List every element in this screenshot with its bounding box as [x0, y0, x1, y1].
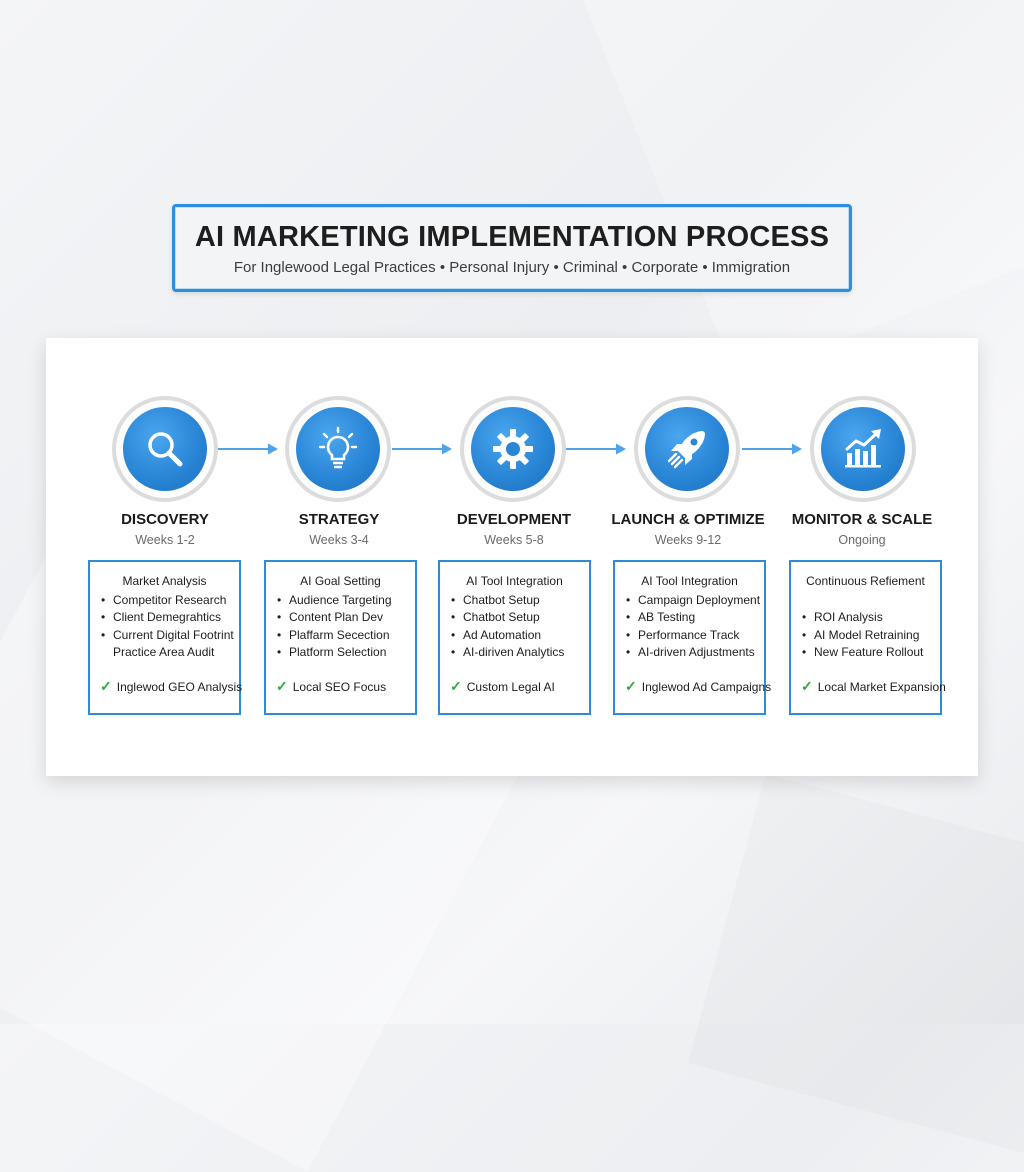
- magnifier-icon: [148, 432, 183, 467]
- highlight-item: ✓Custom Legal AI: [450, 678, 555, 694]
- list-item: •Audience Targeting: [277, 593, 392, 607]
- phase-1-details: Market Analysis •Competitor Research •Cl…: [88, 560, 243, 715]
- lightbulb-icon: [318, 426, 358, 469]
- list-item: •Campaign Deployment: [626, 593, 761, 607]
- checkmark-icon: ✓: [625, 678, 637, 694]
- list-item: •New Feature Rollout: [802, 644, 924, 659]
- checkmark-icon: ✓: [276, 678, 288, 694]
- checkmark-icon: ✓: [100, 678, 112, 694]
- phase-4-title: LAUNCH & OPTIMIZE: [611, 511, 765, 528]
- phase-2-title: STRATEGY: [298, 511, 380, 528]
- page-subtitle: For Inglewood Legal Practices • Personal…: [233, 259, 791, 276]
- list-item: •Plaffarm Secection: [277, 627, 390, 642]
- page-title: AI MARKETING IMPLEMENTATION PROCESS: [194, 221, 830, 253]
- box-heading: Market Analysis: [122, 574, 207, 588]
- box-heading: AI Tool Integration: [466, 574, 563, 588]
- growth-chart-icon: [845, 429, 881, 468]
- phase-3-circle: [460, 396, 566, 502]
- list-item: •Chatbot Setup: [451, 593, 540, 607]
- rocket-icon: [667, 431, 705, 469]
- list-item: •Ad Automation: [451, 627, 542, 642]
- background-facet: [688, 773, 1024, 1166]
- list-item: •Content Plan Dev: [277, 610, 384, 625]
- list-item: •AI Model Retraining: [802, 627, 920, 642]
- gear-icon: [493, 429, 533, 469]
- title-banner: AI MARKETING IMPLEMENTATION PROCESS For …: [172, 204, 852, 292]
- phase-3-details: AI Tool Integration •Chatbot Setup •Chat…: [438, 560, 591, 715]
- task-list: •Campaign Deployment •AB Testing •Perfor…: [626, 592, 760, 661]
- box-heading: AI Tool Integration: [641, 574, 738, 588]
- box-heading: Continuous Refiement: [806, 574, 925, 588]
- phase-2-circle: [285, 396, 391, 502]
- task-list: •Chatbot Setup •Chatbot Setup •Ad Automa…: [451, 592, 564, 661]
- task-list: •ROI Analysis •AI Model Retraining •New …: [802, 592, 923, 661]
- list-item: •Current Digital Footrint: [101, 627, 234, 642]
- list-item: Practice Area Audit: [113, 644, 215, 659]
- task-list: •Competitor Research •Client Demegrahtic…: [101, 592, 234, 661]
- highlight-item: ✓Local Market Expansion: [801, 678, 946, 694]
- phase-1-circle: [112, 396, 218, 502]
- phase-2-details: AI Goal Setting •Audience Targeting •Con…: [264, 560, 417, 715]
- list-item: •AI-driven Adjustments: [626, 644, 755, 659]
- phase-1-timeline: Weeks 1-2: [135, 533, 195, 547]
- phase-5-title: MONITOR & SCALE: [791, 511, 933, 528]
- background-facet: [580, 0, 1024, 383]
- checkmark-icon: ✓: [450, 678, 462, 694]
- phase-1-title: DISCOVERY: [121, 511, 209, 528]
- arrow-icon: [566, 443, 626, 455]
- highlight-item: ✓Inglewod Ad Campaigns: [625, 678, 772, 694]
- phase-4-circle: [634, 396, 740, 502]
- phase-5-timeline: Ongoing: [838, 533, 886, 547]
- phase-4-details: AI Tool Integration •Campaign Deployment…: [613, 560, 771, 715]
- list-item: •AB Testing: [626, 610, 696, 625]
- phase-5-details: Continuous Refiement •ROI Analysis •AI M…: [789, 560, 946, 715]
- list-item: •Platform Selection: [277, 644, 387, 659]
- list-item: •Competitor Research: [101, 593, 227, 607]
- phase-3-title: DEVELOPMENT: [456, 511, 572, 528]
- list-item: •Chatbot Setup: [451, 610, 540, 625]
- arrow-icon: [218, 443, 278, 455]
- phase-2-timeline: Weeks 3-4: [309, 533, 369, 547]
- list-item: •ROI Analysis: [802, 610, 883, 625]
- list-item: •Performance Track: [626, 627, 740, 642]
- highlight-item: ✓Local SEO Focus: [276, 678, 387, 694]
- task-list: •Audience Targeting •Content Plan Dev •P…: [277, 592, 392, 661]
- list-item: •Client Demegrahtics: [101, 610, 222, 625]
- checkmark-icon: ✓: [801, 678, 813, 694]
- process-card: DISCOVERY Weeks 1-2 STRATEGY Weeks 3-4 D…: [46, 338, 978, 776]
- phase-4-timeline: Weeks 9-12: [654, 533, 722, 547]
- arrow-icon: [392, 443, 452, 455]
- box-heading: AI Goal Setting: [300, 574, 381, 588]
- phase-3-timeline: Weeks 5-8: [484, 533, 544, 547]
- list-item: •AI-diriven Analytics: [451, 644, 565, 659]
- list-item: [802, 592, 923, 609]
- arrow-icon: [742, 443, 802, 455]
- phase-5-circle: [810, 396, 916, 502]
- highlight-item: ✓Inglewod GEO Analysis: [100, 678, 243, 694]
